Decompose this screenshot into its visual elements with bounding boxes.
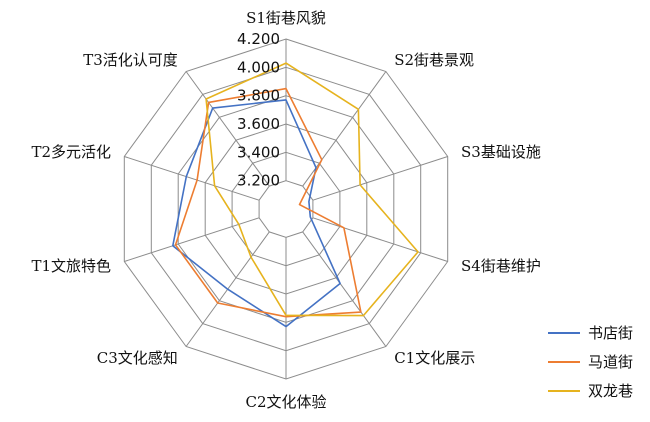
series-line-3 [205, 62, 419, 317]
series-line-1 [172, 99, 341, 328]
axis-spoke-9 [124, 156, 260, 201]
axis-label-3: S3基础设施 [461, 143, 541, 161]
series-layer [172, 62, 419, 328]
tick-labels: 3.200 3.400 3.600 3.800 4.000 4.200 [237, 30, 280, 190]
tick-label-6: 4.200 [237, 30, 280, 48]
legend-label-3: 双龙巷 [588, 382, 633, 400]
axis-label-8: T1文旅特色 [31, 257, 111, 275]
tick-label-1: 3.200 [237, 172, 280, 190]
axis-spoke-2 [302, 71, 387, 187]
tick-label-3: 3.600 [237, 115, 280, 133]
axis-label-5: C1文化展示 [394, 349, 475, 367]
axis-spoke-8 [124, 217, 260, 262]
axis-spoke-3 [312, 156, 448, 201]
axis-label-9: T2多元活化 [31, 143, 111, 161]
axis-spoke-10 [185, 71, 270, 187]
axis-spoke-5 [302, 231, 387, 347]
legend-label-2: 马道街 [588, 353, 633, 371]
axis-label-7: C3文化感知 [97, 349, 178, 367]
series-line-2 [174, 87, 362, 318]
axis-labels: S1街巷风貌 S2街巷景观 S3基础设施 S4街巷维护 C1文化展示 C2文化体验 C3文化… [31, 9, 540, 411]
axis-label-2: S2街巷景观 [394, 51, 474, 69]
axis-label-1: S1街巷风貌 [246, 9, 326, 27]
tick-label-2: 3.400 [237, 143, 280, 161]
legend-label-1: 书店街 [588, 324, 633, 342]
axis-label-10: T3活化认可度 [83, 51, 178, 69]
tick-label-5: 4.000 [237, 58, 280, 76]
axis-spoke-4 [312, 217, 448, 262]
axis-label-6: C2文化体验 [245, 393, 326, 411]
axis-label-4: S4街巷维护 [461, 257, 541, 275]
tick-label-4: 3.800 [237, 87, 280, 105]
